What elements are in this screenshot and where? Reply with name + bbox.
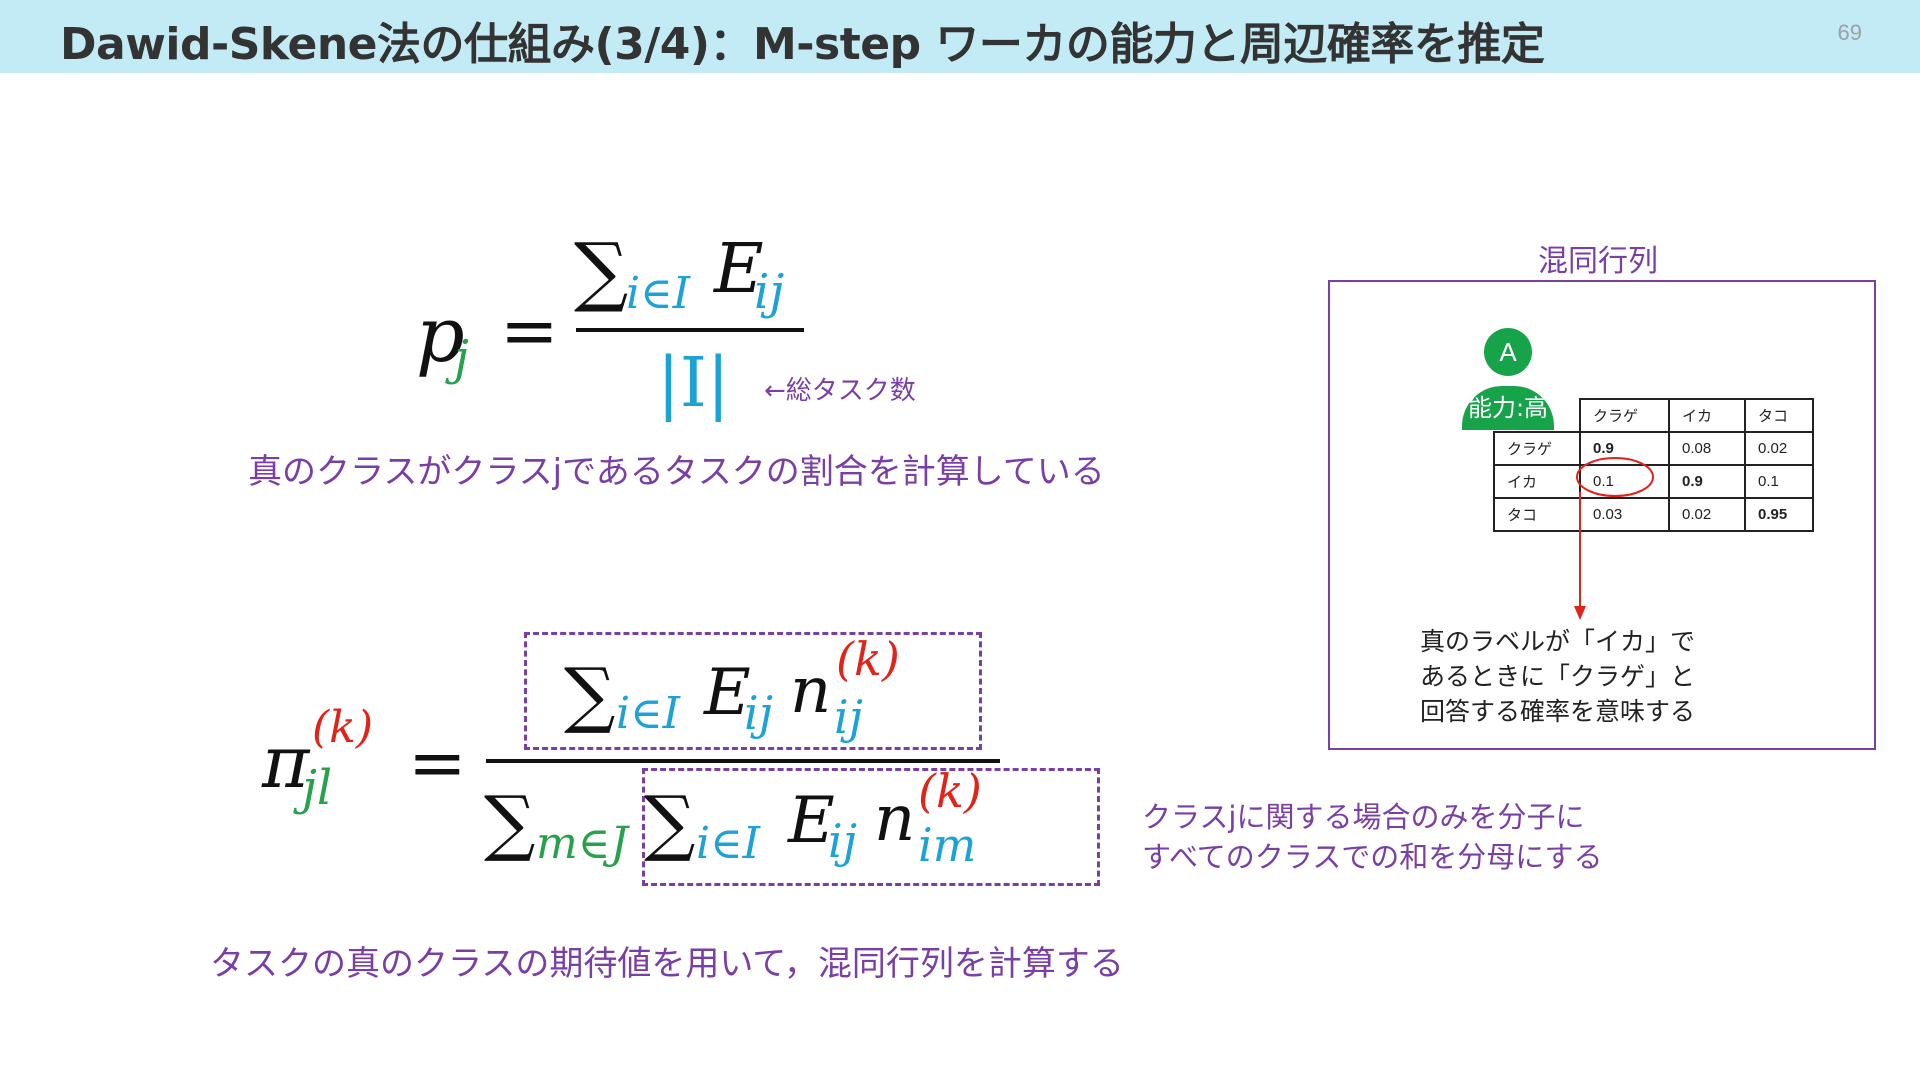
formula2-den-n-sup: (k) — [918, 764, 982, 818]
formula2-fraction-bar — [486, 759, 1000, 763]
formula2-lhs-sup: (k) — [312, 702, 373, 753]
formula2-num-n: n — [790, 654, 832, 728]
formula2-den-outer-sum: ∑ — [484, 780, 536, 864]
formula2-den-sum: ∑ — [644, 780, 696, 864]
column-header: イカ — [1668, 398, 1746, 433]
note-line: 回答する確率を意味する — [1420, 697, 1696, 726]
formula2-num-n-sub: ij — [834, 690, 863, 744]
formula2-den-outer-sub: m∈J — [536, 818, 628, 869]
table-cell: 0.02 — [1744, 431, 1814, 466]
formula1-num-sum: ∑ — [574, 226, 629, 315]
confusion-matrix-panel — [1328, 280, 1876, 750]
numerator-highlight-box — [524, 632, 982, 750]
table-row: タコ 0.03 0.02 0.95 — [1493, 497, 1814, 532]
formula2-equals: = — [408, 722, 467, 804]
confusion-matrix-note: 真のラベルが「イカ」で あるときに「クラゲ」と 回答する確率を意味する — [1420, 624, 1695, 729]
formula1-equals: = — [500, 290, 559, 372]
formula2-caption: タスクの真のクラスの期待値を用いて，混同行列を計算する — [210, 944, 1124, 984]
highlight-circle — [1576, 457, 1654, 497]
row-header: イカ — [1493, 464, 1581, 499]
note-line: 真のラベルが「イカ」で — [1420, 627, 1696, 656]
table-row: クラゲ 0.9 0.08 0.02 — [1493, 431, 1814, 466]
table-cell: 0.9 — [1668, 464, 1746, 499]
formula2-side-note-line1: クラスjに関する場合のみを分子に — [1142, 800, 1585, 834]
table-row: イカ 0.1 0.9 0.1 — [1493, 464, 1814, 499]
slide-title: Dawid-Skene法の仕組み(3/4)：M-step ワーカの能力と周辺確率… — [60, 19, 1545, 70]
formula2-side-note-line2: すべてのクラスでの和を分母にする — [1142, 840, 1603, 874]
formula1-lhs: p — [416, 290, 465, 379]
formula1-fraction-bar — [576, 328, 804, 332]
column-header: クラゲ — [1579, 398, 1670, 433]
formula1-num-E-sub: ij — [754, 264, 785, 320]
formula2-num-sum-sub: i∈I — [616, 688, 681, 739]
formula2-den-sum-sub: i∈I — [696, 818, 761, 869]
table-cell: 0.1 — [1744, 464, 1814, 499]
formula2-den-n-sub: im — [918, 818, 977, 872]
formula1-denominator-note: ←総タスク数 — [764, 376, 916, 406]
title-bar — [0, 0, 1920, 73]
table-cell: 0.95 — [1744, 497, 1814, 532]
formula2-num-E: E — [704, 656, 751, 730]
row-header: クラゲ — [1493, 431, 1581, 466]
note-line: あるときに「クラゲ」と — [1420, 662, 1696, 691]
formula2-num-sum: ∑ — [564, 652, 616, 736]
column-header: タコ — [1744, 398, 1814, 433]
confusion-matrix-table: クラゲ イカ タコ クラゲ 0.9 0.08 0.02 イカ 0.1 0.9 0… — [1493, 398, 1814, 532]
table-cell: 0.08 — [1668, 431, 1746, 466]
formula2-den-n: n — [874, 782, 916, 856]
formula2-den-E: E — [788, 784, 835, 858]
formula2-lhs-sub: jl — [302, 760, 333, 816]
denominator-highlight-box — [642, 768, 1100, 886]
formula1-lhs-sub: j — [454, 330, 469, 386]
formula1-denominator: |I| — [657, 344, 730, 423]
row-header: タコ — [1493, 497, 1581, 532]
worker-avatar: A — [1484, 328, 1532, 376]
formula1-num-sum-sub: i∈I — [626, 268, 691, 319]
table-cell: 0.02 — [1668, 497, 1746, 532]
formula2-num-n-sup: (k) — [836, 632, 900, 686]
formula2-lhs: π — [262, 720, 310, 804]
confusion-matrix-title: 混同行列 — [1538, 244, 1658, 279]
arrow-head — [1574, 606, 1586, 620]
formula1-num-E: E — [714, 230, 764, 309]
table-header-row: クラゲ イカ タコ — [1494, 398, 1814, 433]
formula2-den-E-sub: ij — [828, 814, 857, 868]
page-number: 69 — [1837, 20, 1862, 45]
formula1-caption: 真のクラスがクラスjであるタスクの割合を計算している — [248, 452, 1105, 492]
formula2-num-E-sub: ij — [744, 686, 773, 740]
